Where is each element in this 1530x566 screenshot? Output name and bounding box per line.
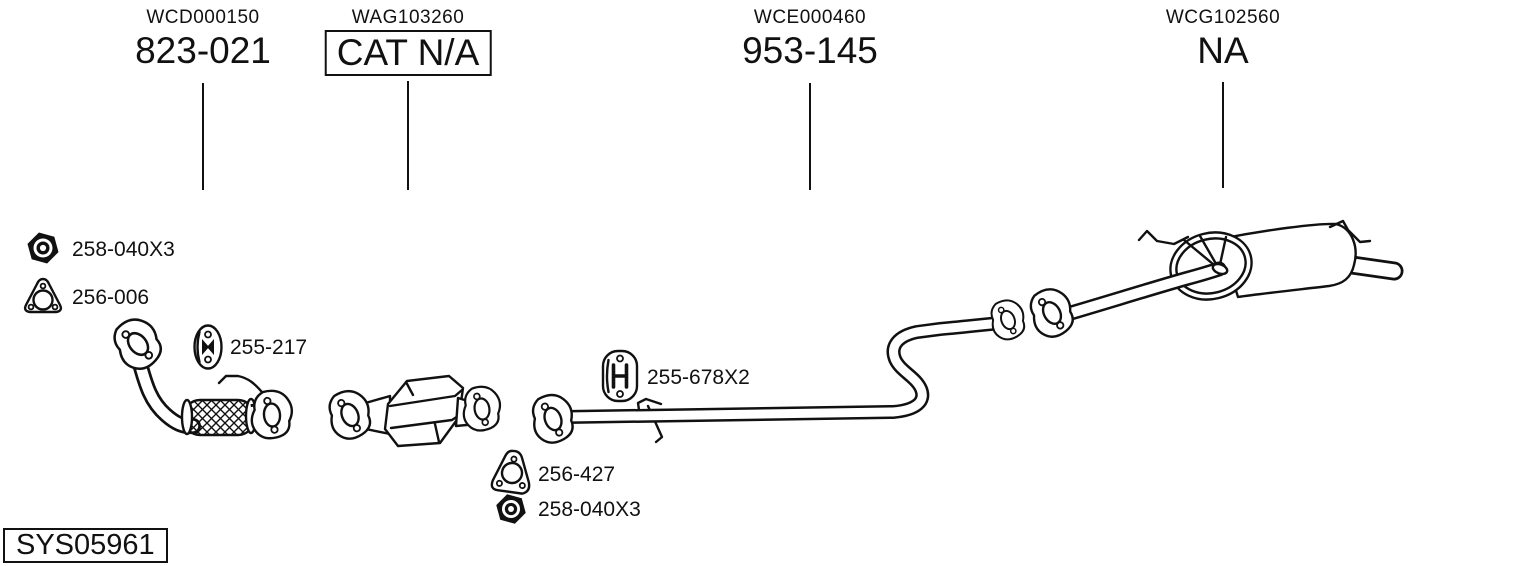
fitting-label-gasket-front: 256-006 [72,286,150,309]
system-id-badge: SYS05961 [3,528,168,563]
triangle-gasket-icon [23,277,63,314]
fitting-label-gasket-mid: 256-427 [538,463,616,486]
oe-code: WAG103260 [351,7,465,28]
hex-nut-icon [27,232,59,264]
part-number: NA [1197,30,1249,71]
fitting-label-nut-front: 258-040X3 [72,238,175,261]
hex-nut-icon-2 [496,494,526,524]
fitting-label-nut-mid: 258-040X3 [538,498,641,521]
oe-code: WCD000150 [146,7,260,28]
leader-lines [202,81,1224,190]
front-pipe-drawing [108,311,297,443]
oe-code: WCG102560 [1165,7,1281,28]
part-number: 823-021 [135,30,271,71]
fitting-label-hanger: 255-217 [230,336,308,359]
section-label-rear-silencer: WCG102560 NA [1166,0,1280,71]
flange-gasket-icon [489,447,535,496]
centre-pipe-drawing [530,297,1027,446]
hanger-bracket-icon [601,349,639,403]
rubber-hanger-icon [193,324,223,370]
catalytic-converter-drawing [326,374,503,448]
oe-code: WCE000460 [753,7,867,28]
part-number: 953-145 [742,30,878,71]
section-label-front-pipe: WCD000150 823-021 [135,0,271,71]
section-label-catalyst: WAG103260 CAT N/A [324,0,492,76]
fitting-label-bracket: 255-678X2 [647,366,750,389]
part-number: CAT N/A [324,30,492,76]
rear-silencer-drawing [1026,219,1404,342]
section-label-centre-pipe: WCE000460 953-145 [742,0,878,71]
